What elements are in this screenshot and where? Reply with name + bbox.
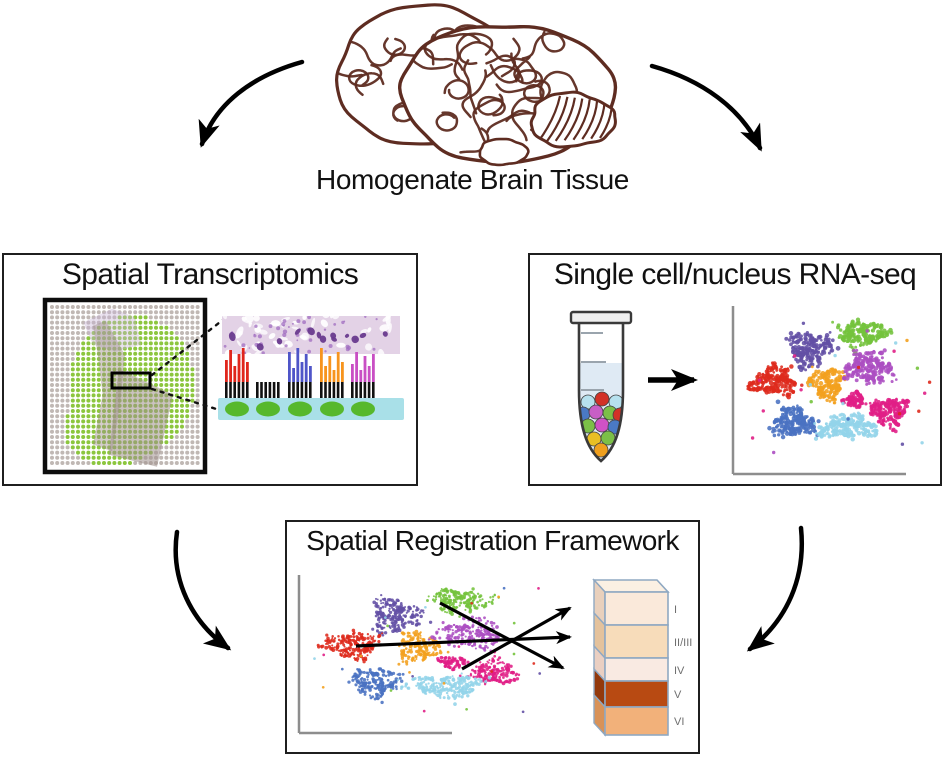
read-bar-group-spot-1 (225, 348, 249, 398)
brain-illustration (335, 3, 618, 167)
stray-cells (750, 321, 932, 455)
cortical-layer-column: I II/III IV V VI (592, 578, 692, 737)
zoom-leader-lines (150, 317, 228, 414)
curved-arrow-to-singlecell (649, 63, 763, 152)
read-bar-group-spot-4 (320, 348, 344, 398)
workflow-arrows (173, 59, 805, 652)
layer-label-V: V (674, 689, 682, 701)
sample-tube (569, 310, 633, 463)
column-top-face (592, 579, 670, 593)
tsne-framework-axes (297, 575, 452, 735)
layer-label-VI: VI (674, 716, 684, 728)
cluster-blue (767, 399, 821, 440)
cluster-red (316, 628, 384, 664)
curved-arrow-singlecell-to-framework (746, 525, 805, 652)
curved-arrow-to-spatial (198, 59, 305, 148)
cluster-blue (347, 667, 405, 705)
cluster-pink-small (436, 655, 470, 672)
cluster-green (426, 587, 500, 618)
cluster-sky (396, 672, 492, 706)
layer-label-I: I (674, 604, 677, 616)
tsne-plot-right (731, 306, 932, 476)
spatial-array (42, 297, 208, 475)
histology-image (222, 316, 400, 354)
arrow-green-to-layerV (439, 601, 565, 670)
layer-II-III (593, 611, 669, 660)
tsne-framework-clusters (313, 586, 542, 714)
tube-cap (569, 310, 633, 325)
tsne-right-axes (731, 306, 906, 476)
tube-graduations (581, 332, 606, 391)
read-bar-group-spot-3 (288, 348, 312, 398)
cluster-green (831, 317, 894, 356)
cluster-pink-large (458, 650, 521, 686)
cluster-pink-small (840, 389, 868, 410)
cluster-purple (371, 593, 433, 635)
curved-arrow-spatial-to-framework (173, 529, 232, 651)
cluster-purple (784, 330, 841, 373)
brain-caption: Homogenate Brain Tissue (316, 164, 629, 195)
arrow-pink-to-layerI (461, 606, 572, 671)
read-bars (225, 348, 375, 398)
framework-panel-title: Spatial Registration Framework (306, 525, 679, 556)
spatial-panel-title: Spatial Transcriptomics (61, 258, 359, 291)
read-bar-group-spot-5 (351, 352, 375, 398)
cluster-sky (813, 411, 879, 442)
layer-I (593, 578, 669, 627)
layer-label-IV: IV (674, 665, 685, 677)
layer-VI (593, 693, 669, 737)
cluster-pink-large (868, 397, 911, 434)
tsne-plot-framework (297, 575, 542, 735)
cluster-orchid (842, 348, 898, 386)
tsne-right-clusters (746, 317, 932, 455)
registration-arrows (355, 601, 572, 671)
zoom-line-top (150, 317, 226, 377)
zoom-line-bottom (150, 387, 228, 414)
zoom-region-highlight (110, 371, 152, 390)
single-cell-panel-title: Single cell/nucleus RNA-seq (553, 258, 917, 291)
tissue-section-overlay (83, 308, 173, 467)
capture-spots (225, 401, 375, 417)
cluster-red (746, 361, 804, 400)
arrow-red-to-layerII-III (355, 631, 572, 648)
single-cell-panel: Single cell/nucleus RNA-seq (528, 253, 942, 486)
layer-label-II-III: II/III (674, 637, 692, 649)
tube-body-outline (577, 323, 625, 463)
stray-cells (313, 586, 542, 714)
read-bar-group-spot-2 (256, 382, 280, 398)
array-border (42, 297, 208, 475)
capture-detail (218, 316, 404, 420)
